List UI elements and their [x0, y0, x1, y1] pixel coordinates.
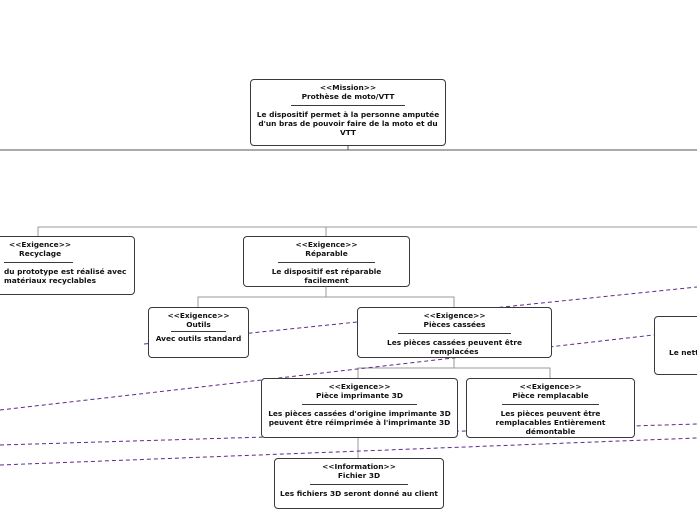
node-description: Les pièces cassées peuvent être remplacé… [386, 338, 523, 357]
node-stereotype: <<Exigence>> [167, 311, 230, 320]
node-stereotype: <<Exigence>> [295, 240, 358, 249]
node-reparable[interactable]: <<Exigence>> Réparable Le dispositif est… [243, 236, 410, 287]
node-separator [4, 262, 73, 264]
level2-connector [37, 226, 697, 237]
trace-link-lower [0, 437, 697, 466]
node-stereotype: <<Exigence>> [519, 382, 582, 391]
mission-connector [0, 146, 697, 151]
node-description: Le nett [669, 348, 697, 357]
node-stereotype: <<Information>> [322, 462, 396, 471]
node-stereotype: <<Mission>> [319, 83, 377, 92]
node-piece-remplacable[interactable]: <<Exigence>> Pièce remplacable Les pièce… [466, 378, 635, 438]
node-title: Prothèse de moto/VTT [301, 92, 395, 102]
node-separator [170, 331, 227, 333]
node-title: Pièce remplacable [512, 391, 589, 401]
node-title: Pièce imprimante 3D [316, 391, 403, 401]
node-title: Outils [186, 320, 211, 330]
node-separator [501, 404, 600, 406]
node-separator [290, 105, 406, 107]
node-title: Pièces cassées [423, 320, 486, 330]
node-separator [302, 404, 417, 406]
node-title: Réparable [305, 249, 348, 259]
node-description: Le dispositif permet à la personne amput… [256, 110, 440, 138]
node-description: Le dispositif est réparable facilement [271, 267, 382, 286]
node-fichier-3d[interactable]: <<Information>> Fichier 3D Les fichiers … [274, 458, 444, 509]
node-description: du prototype est réalisé avec matériaux … [4, 267, 127, 286]
node-separator [397, 333, 512, 335]
node-title: Recyclage [19, 249, 62, 259]
node-mission[interactable]: <<Mission>> Prothèse de moto/VTT Le disp… [250, 79, 446, 146]
node-recyclage[interactable]: <<Exigence>> Recyclage du prototype est … [0, 236, 135, 295]
trace-link-upper [0, 329, 697, 411]
node-stereotype: <<Exigence>> [328, 382, 391, 391]
node-piece-imprimante-3d[interactable]: <<Exigence>> Pièce imprimante 3D Les piè… [261, 378, 458, 438]
node-separator [278, 262, 375, 264]
node-nettoyage-partial[interactable]: Le nett [654, 316, 697, 375]
node-outils[interactable]: <<Exigence>> Outils Avec outils standard [148, 307, 249, 358]
node-separator [310, 484, 408, 486]
node-description: Les pièces cassées d'origine imprimante … [268, 409, 451, 428]
node-description: Les pièces peuvent être remplacables Ent… [495, 409, 606, 437]
node-pieces-cassees[interactable]: <<Exigence>> Pièces cassées Les pièces c… [357, 307, 552, 358]
node-stereotype: <<Exigence>> [423, 311, 486, 320]
node-title: Fichier 3D [337, 471, 381, 481]
reparable-children-connector [197, 287, 455, 307]
node-description: Les fichiers 3D seront donné au client [280, 489, 438, 499]
pieces-cassees-children-connector [357, 358, 551, 378]
node-description: Avec outils standard [155, 334, 242, 344]
node-stereotype: <<Exigence>> [9, 240, 72, 249]
